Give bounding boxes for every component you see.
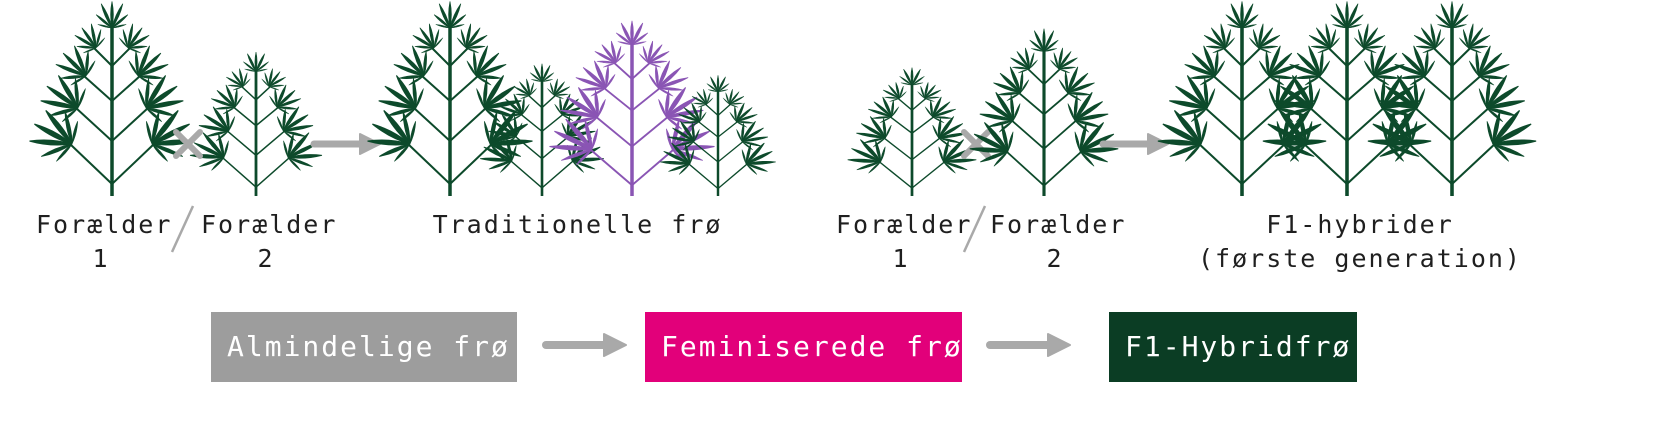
parent-2-label: Forælder 2 [201,208,338,276]
regular-seeds-tag: Almindelige frø [211,312,517,382]
parent-2-label-line2: 2 [257,244,275,273]
cannabis-plant-icon [22,1,202,196]
f1-hybrids-label-line2: (første generation) [1198,244,1522,273]
cross-icon [961,129,991,159]
feminized-seeds-tag: Feminiserede frø [645,312,962,382]
f1-hybrids-label: F1-hybrider (første generation) [1180,208,1540,276]
f1-hybrid-seeds-tag: F1-Hybridfrø [1109,312,1357,382]
cannabis-plant-icon [360,1,540,196]
cannabis-plant-icon [963,29,1125,196]
parent-1-label-line2: 1 [892,244,910,273]
parent-1-label-line2: 1 [92,244,110,273]
parent-2-label-line1: Forælder [990,210,1127,239]
parent-2-label-line1: Forælder [201,210,338,239]
f1-hybrids-label-line1: F1-hybrider [1266,210,1454,239]
parent-1-label-line1: Forælder [836,210,973,239]
arrow-right-icon [1099,133,1169,155]
traditional-seeds-label: Traditionelle frø [432,210,723,239]
arrow-right-icon [542,333,627,357]
cross-icon [173,129,203,159]
arrow-right-icon [310,133,381,155]
parent-1-label: Forælder 1 [36,208,173,276]
arrow-right-icon [986,333,1071,357]
slash-divider [170,205,195,253]
slash-divider [962,205,987,253]
parent-1-label-line1: Forælder [36,210,173,239]
parent-2-label-line2: 2 [1046,244,1064,273]
parent-1-label: Forælder 1 [836,208,973,276]
parent-2-label: Forælder 2 [990,208,1127,276]
cannabis-plant-icon [184,52,328,196]
